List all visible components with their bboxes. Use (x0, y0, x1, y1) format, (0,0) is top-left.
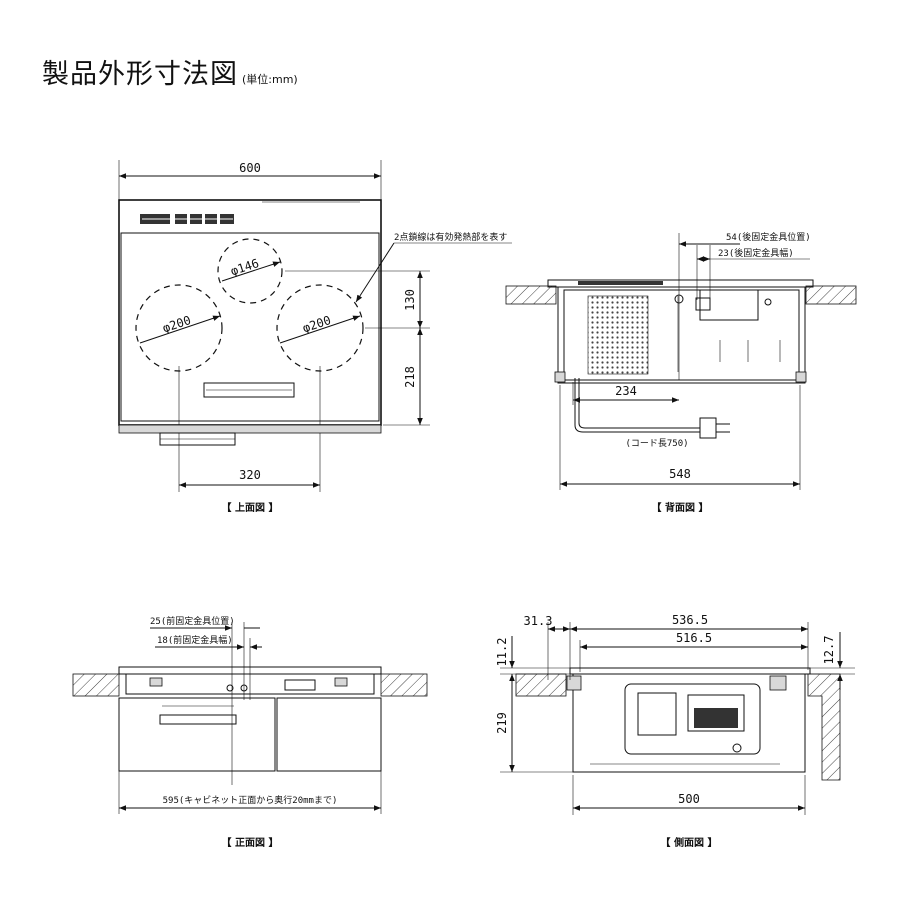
back-body (557, 286, 806, 384)
side-dim-536-5: 536.5 (672, 613, 708, 627)
back-view: 54(後固定金具位置) 23(後固定金具幅) (コード長750) 234 548… (505, 231, 857, 514)
front-drawer-right (276, 697, 382, 772)
front-dim-25: 25(前固定金具位置) (150, 615, 235, 627)
top-dim-320: 320 (239, 468, 261, 482)
back-cord-length: (コード長750) (625, 438, 688, 449)
back-dim-234: 234 (615, 384, 637, 398)
page-title: 製品外形寸法図 (42, 59, 238, 90)
top-view-label: 【 上面図 】 (222, 501, 279, 514)
side-dim-31-3: 31.3 (524, 614, 553, 628)
back-dim-548: 548 (669, 467, 691, 481)
burner-rear-label: φ146 (229, 256, 261, 278)
top-dim-130: 130 (403, 289, 417, 311)
front-view: 25(前固定金具位置) 18(前固定金具幅) 595(キャビネット正面から奥行2… (72, 615, 428, 849)
side-dim-219: 219 (495, 712, 509, 734)
vent-grille (140, 214, 234, 224)
top-view: 600 φ200 φ200 φ146 (118, 160, 512, 514)
side-view-label: 【 側面図 】 (661, 836, 718, 849)
front-dim-595: 595(キャビネット正面から奥行20mmまで) (163, 794, 338, 806)
front-drawer-left (118, 697, 276, 772)
side-dim-12-7: 12.7 (822, 636, 836, 665)
title-block: 製品外形寸法図 (単位:mm) (42, 52, 298, 91)
back-vent-mesh (587, 295, 649, 375)
power-cord (574, 378, 700, 433)
side-dim-11-2: 11.2 (495, 638, 509, 667)
side-dim-500: 500 (678, 792, 700, 806)
top-dim-218: 218 (403, 366, 417, 388)
side-body (572, 673, 806, 773)
burner-rear (217, 238, 283, 304)
back-view-label: 【 背面図 】 (652, 501, 709, 514)
control-panel (203, 382, 295, 398)
side-dim-516-5: 516.5 (676, 631, 712, 645)
back-dim-23: 23(後固定金具幅) (718, 247, 794, 259)
cooktop-body (118, 199, 382, 426)
top-note: 2点鎖線は有効発熱部を表す (394, 231, 507, 243)
side-view: 31.3 536.5 516.5 11.2 219 12.7 500 【 側面図… (495, 613, 855, 849)
top-width-dim: 600 (239, 161, 261, 175)
burner-right-label: φ200 (301, 313, 333, 335)
unit-note: (単位:mm) (242, 73, 298, 86)
back-dim-54: 54(後固定金具位置) (726, 231, 811, 243)
front-view-label: 【 正面図 】 (222, 836, 279, 849)
burner-left-label: φ200 (161, 313, 193, 335)
front-dim-18: 18(前固定金具幅) (157, 634, 233, 646)
